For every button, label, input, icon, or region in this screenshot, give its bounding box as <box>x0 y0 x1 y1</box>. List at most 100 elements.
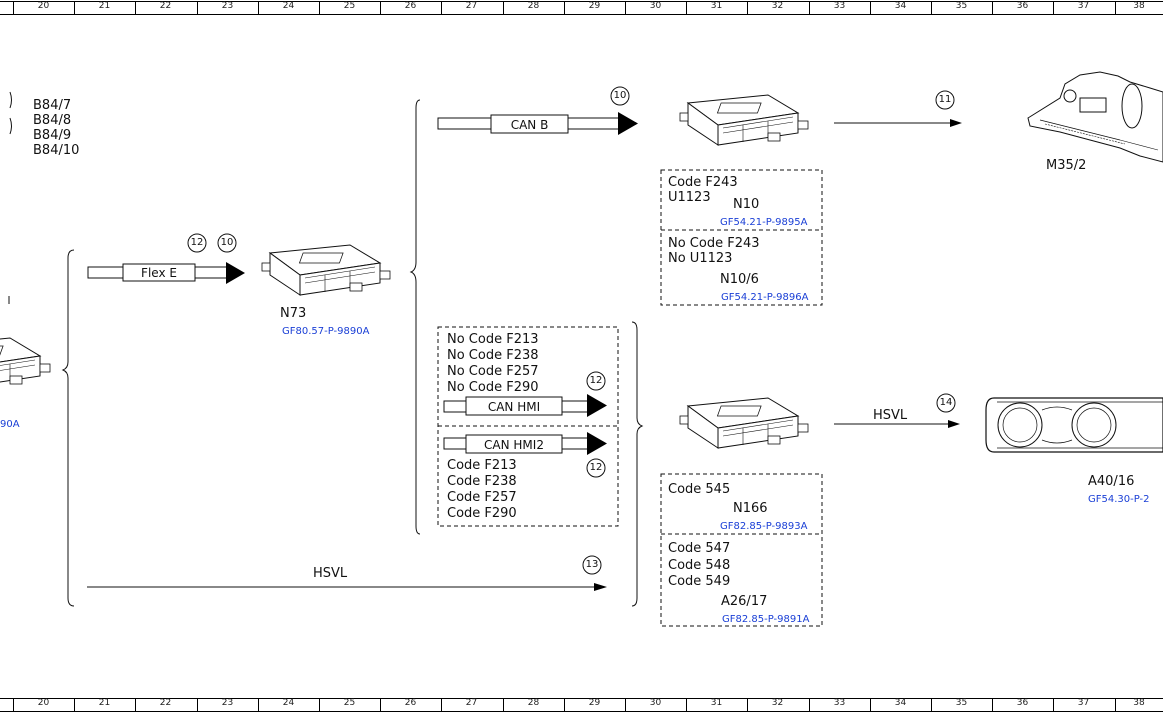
ruler-column-label: 30 <box>649 698 662 708</box>
ruler-column-label: 20 <box>37 1 50 11</box>
hsvl-right-bubble: 14 <box>939 397 953 408</box>
hmi-no-code-2: No Code F238 <box>447 348 539 363</box>
a26-17-ref[interactable]: GF82.85-P-9891A <box>722 614 810 625</box>
left-top-brace <box>9 91 12 135</box>
left-brace <box>61 249 75 607</box>
ruler-column-label: 30 <box>649 1 662 11</box>
can-hmi-connector <box>443 394 607 417</box>
a40-16-display <box>985 397 1163 453</box>
hmi-code-1: Code F213 <box>447 458 517 473</box>
hsvl-right-arrow <box>834 420 960 428</box>
ruler-top <box>0 0 1163 15</box>
flex-e-bubble-a: 12 <box>190 237 204 248</box>
bubble-arrow-11 <box>935 90 955 110</box>
n10-dashed-box <box>660 169 823 306</box>
can-b-bubble: 10 <box>613 90 627 101</box>
ruler-column-label: 26 <box>404 698 417 708</box>
hmi-code-3: Code F257 <box>447 490 517 505</box>
ruler-column-label: 33 <box>833 1 846 11</box>
ruler-bottom-lines <box>0 698 1163 712</box>
hmi-code-2: Code F238 <box>447 474 517 489</box>
hmi-no-code-4: No Code F290 <box>447 380 539 395</box>
a26-17-name: A26/17 <box>721 594 768 609</box>
bubbles <box>187 86 956 575</box>
a40-16-name: A40/16 <box>1088 474 1135 489</box>
ruler-bottom <box>0 697 1163 712</box>
a26-code-line-2: Code 548 <box>668 558 731 573</box>
ruler-column-label: 35 <box>955 1 968 11</box>
n73-name: N73 <box>280 306 307 321</box>
n10-6-code-line-2: No U1123 <box>668 251 733 266</box>
bubble-hsvl-13 <box>582 555 602 575</box>
ruler-column-label: 23 <box>221 698 234 708</box>
ruler-column-label: 32 <box>771 1 784 11</box>
a26-code-line-1: Code 547 <box>668 541 731 556</box>
can-hmi2-connector <box>443 432 607 455</box>
bubble-hsvl-14 <box>936 393 956 413</box>
bubble-can-b-10 <box>610 86 630 106</box>
ruler-column-label: 37 <box>1077 1 1090 11</box>
n10-code-line-2: U1123 <box>668 190 711 205</box>
bubble-flex-e-10 <box>217 233 237 253</box>
n166-dashed-box <box>660 473 823 627</box>
ruler-column-label: 23 <box>221 1 234 11</box>
can-hmi2-bubble: 12 <box>589 462 603 473</box>
arrow-11-bubble: 11 <box>938 94 952 105</box>
ruler-column-label: 24 <box>282 698 295 708</box>
sensor-label-1: B84/7 <box>33 98 72 113</box>
m35-2-component <box>1027 71 1163 163</box>
left-partial-ecu <box>0 337 51 389</box>
ruler-column-label: 27 <box>465 1 478 11</box>
hsvl-bottom-label: HSVL <box>313 566 348 581</box>
arrow-11 <box>834 119 962 127</box>
ruler-column-label: 27 <box>465 698 478 708</box>
ruler-column-label: 31 <box>710 1 723 11</box>
can-hmi-bubble: 12 <box>589 375 603 386</box>
hmi-no-code-3: No Code F257 <box>447 364 539 379</box>
n10-6-name: N10/6 <box>720 272 759 287</box>
n73-ref[interactable]: GF80.57-P-9890A <box>282 326 370 337</box>
bubble-can-hmi-12 <box>586 371 606 391</box>
n10-6-code-line-1: No Code F243 <box>668 236 760 251</box>
bubble-flex-e-12 <box>187 233 207 253</box>
left-partial-ref[interactable]: 90A <box>0 419 20 430</box>
ruler-column-label: 36 <box>1016 1 1029 11</box>
ruler-top-lines <box>0 1 1163 15</box>
hmi-no-code-1: No Code F213 <box>447 332 539 347</box>
n10-name: N10 <box>733 197 760 212</box>
bubble-can-hmi2-12 <box>586 458 606 478</box>
hsvl-bottom-arrow <box>87 583 607 591</box>
ruler-column-label: 25 <box>343 1 356 11</box>
ruler-column-label: 28 <box>527 1 540 11</box>
sensor-label-4: B84/10 <box>33 143 80 158</box>
n166-name: N166 <box>733 501 768 516</box>
flex-e-label: Flex E <box>141 266 177 280</box>
can-hmi2-label: CAN HMI2 <box>484 438 544 452</box>
ruler-column-label: 21 <box>98 698 111 708</box>
ruler-column-label: 35 <box>955 698 968 708</box>
n166-ecu <box>679 397 809 449</box>
flex-e-bubble-b: 10 <box>220 237 234 248</box>
ruler-column-label: 32 <box>771 698 784 708</box>
sensor-label-2: B84/8 <box>33 113 72 128</box>
ruler-column-label: 21 <box>98 1 111 11</box>
ruler-column-label: 37 <box>1077 698 1090 708</box>
n73-ecu <box>261 244 391 296</box>
ruler-column-label: 34 <box>894 1 907 11</box>
ruler-column-label: 24 <box>282 1 295 11</box>
n166-ref[interactable]: GF82.85-P-9893A <box>720 521 808 532</box>
n10-ref[interactable]: GF54.21-P-9895A <box>720 217 808 228</box>
a26-code-line-3: Code 549 <box>668 574 731 589</box>
ruler-column-label: 31 <box>710 698 723 708</box>
sensor-label-3: B84/9 <box>33 128 72 143</box>
ruler-column-label: 36 <box>1016 698 1029 708</box>
n10-code-line-1: Code F243 <box>668 175 738 190</box>
ruler-column-label: 33 <box>833 698 846 708</box>
ruler-column-label: 34 <box>894 698 907 708</box>
n73-brace <box>409 99 421 535</box>
n10-6-ref[interactable]: GF54.21-P-9896A <box>721 292 809 303</box>
ruler-column-label: 25 <box>343 698 356 708</box>
a40-16-ref[interactable]: GF54.30-P-2 <box>1088 494 1150 505</box>
n10-ecu <box>679 94 809 146</box>
ruler-column-label: 22 <box>159 1 172 11</box>
